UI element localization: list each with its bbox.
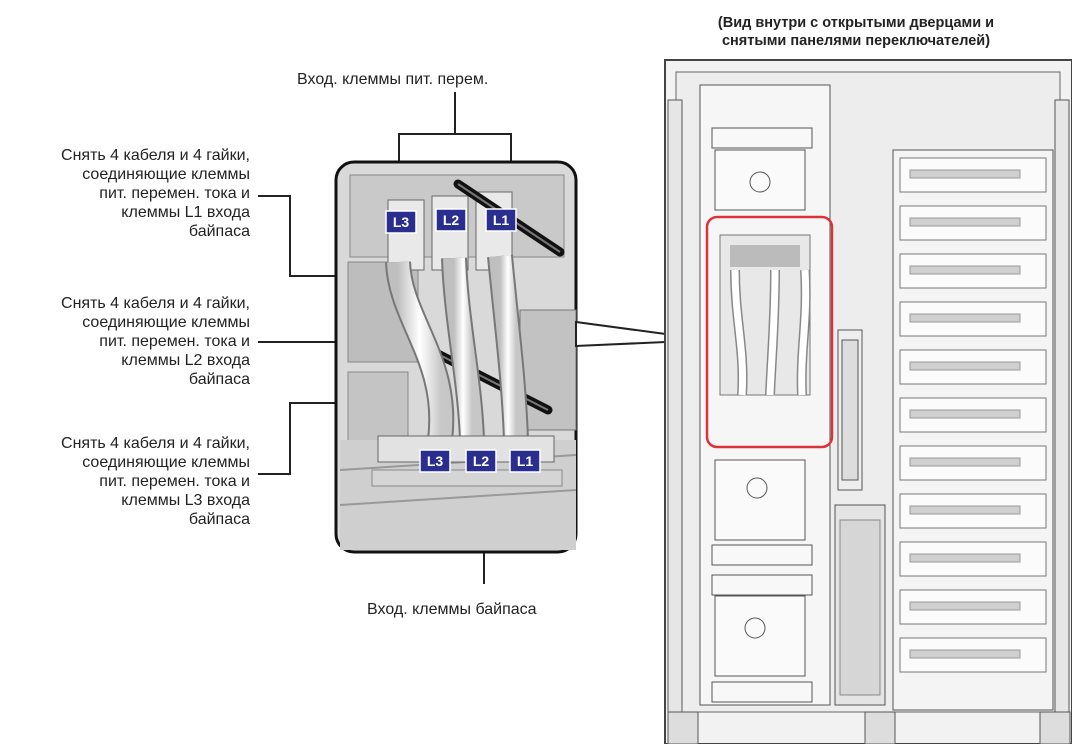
rack-module-grille bbox=[910, 506, 1020, 514]
terminal-top-l2-text: L2 bbox=[443, 212, 460, 228]
terminal-bottom-l3-text: L3 bbox=[427, 453, 444, 469]
rack-module-grille bbox=[910, 410, 1020, 418]
rack-module-grille bbox=[910, 602, 1020, 610]
rack-module-grille bbox=[910, 554, 1020, 562]
rack-module-grille bbox=[910, 170, 1020, 178]
terminal-top-l3-text: L3 bbox=[393, 214, 410, 230]
rack-module-grille bbox=[910, 458, 1020, 466]
rack-module-grille bbox=[910, 314, 1020, 322]
rack-module-grille bbox=[910, 218, 1020, 226]
rack-module-grille bbox=[910, 650, 1020, 658]
terminal-bottom-l1-text: L1 bbox=[517, 453, 534, 469]
rack-module-grille bbox=[910, 362, 1020, 370]
terminal-bottom-l2-text: L2 bbox=[473, 453, 490, 469]
terminal-top-l1-text: L1 bbox=[493, 212, 510, 228]
rack-module-grille bbox=[910, 266, 1020, 274]
cabinet-modules bbox=[900, 158, 1046, 672]
